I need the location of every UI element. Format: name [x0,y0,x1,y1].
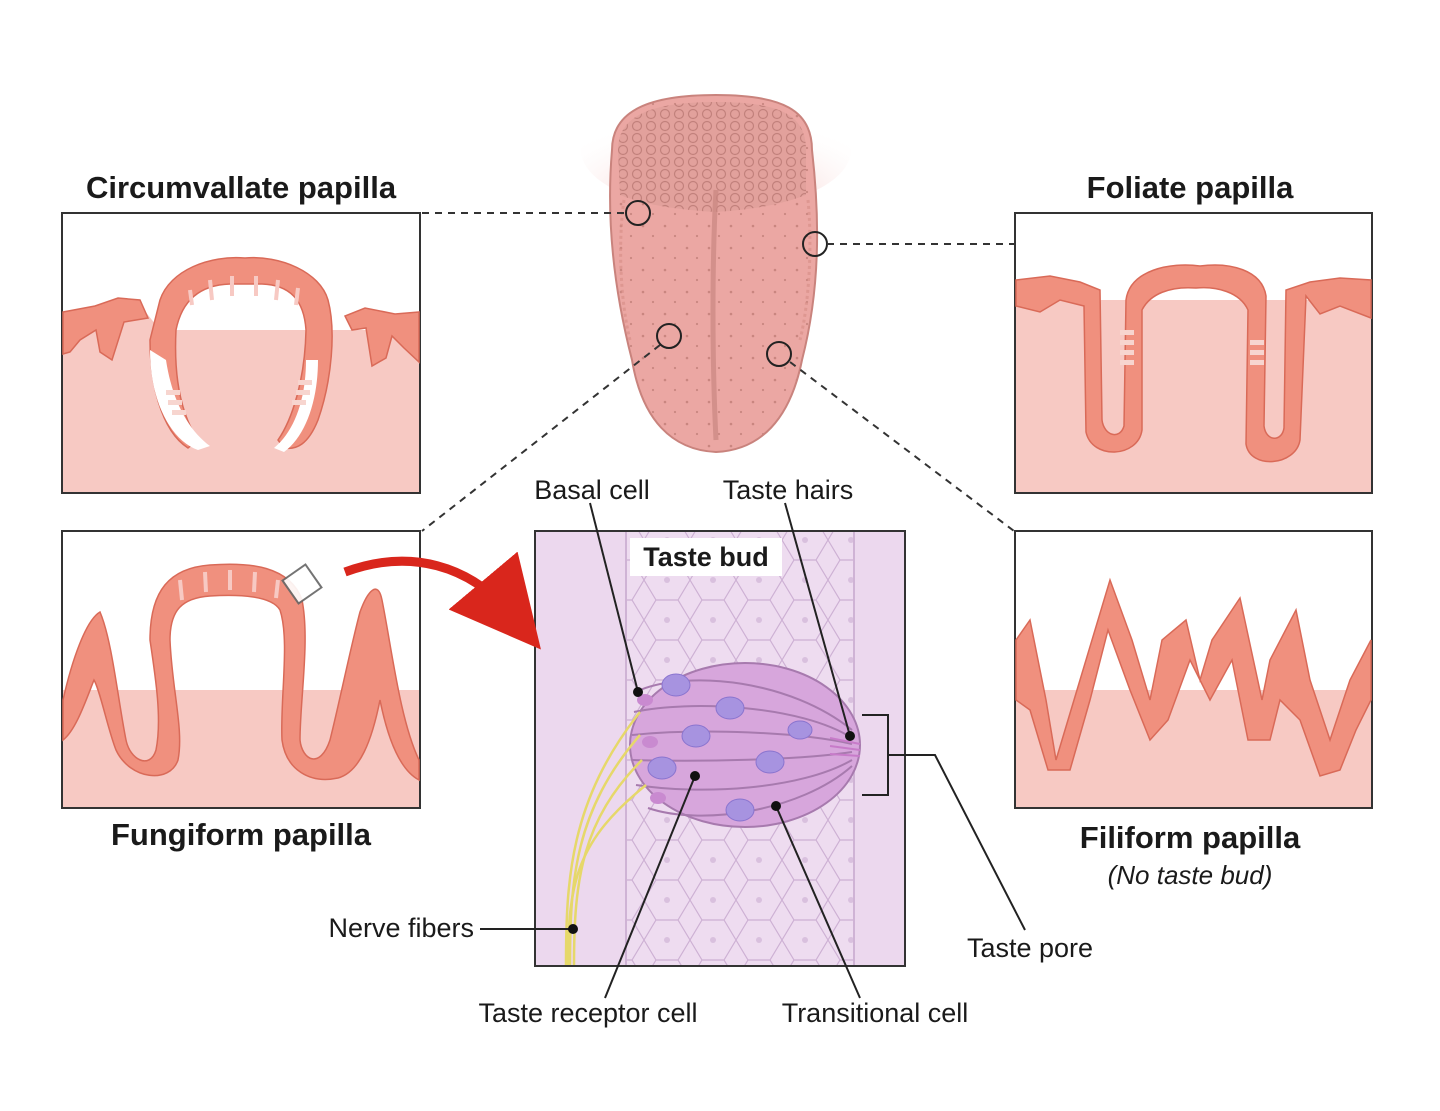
transitional-cell-label: Transitional cell [782,998,969,1028]
connector-lines [421,212,1015,532]
nerve-fibers [564,711,647,966]
leader-lines [480,502,1026,999]
circumvallate-label: Circumvallate papilla [86,170,397,205]
fungiform-label: Fungiform papilla [111,817,372,852]
filiform-panel [1014,530,1373,809]
filiform-label: Filiform papilla [1080,820,1301,855]
taste-pore-label: Taste pore [967,933,1093,963]
zoom-arrow [343,551,541,650]
fungiform-panel [61,530,421,809]
filiform-note: (No taste bud) [1108,860,1273,890]
circumvallate-marker [625,200,651,226]
fungiform-bud-highlight [281,563,323,605]
taste-bud-title: Taste bud [643,542,769,572]
nerve-fibers-label: Nerve fibers [328,913,474,943]
taste-receptor-cell-label: Taste receptor cell [478,998,697,1028]
taste-bud-cells [629,662,861,828]
basal-cell-label: Basal cell [534,475,650,505]
tongue [581,90,851,454]
foliate-label: Foliate papilla [1087,170,1294,205]
foliate-panel [1014,212,1373,494]
filiform-marker [766,341,792,367]
circumvallate-panel [61,212,421,494]
fungiform-marker [656,323,682,349]
taste-hairs-label: Taste hairs [723,475,854,505]
taste-bud-panel [534,530,906,967]
